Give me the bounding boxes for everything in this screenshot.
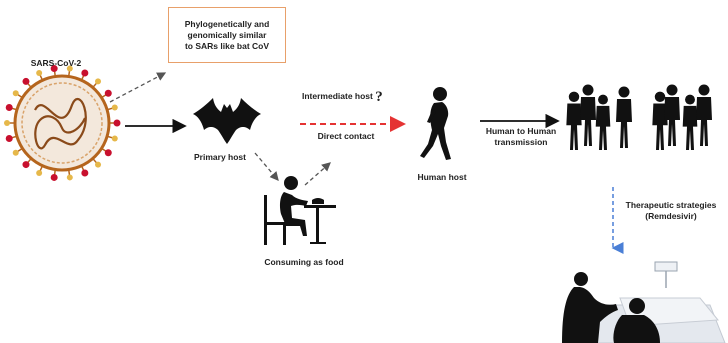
primary-host-label: Primary host [194, 152, 246, 162]
virus-label: SARS-CoV-2 [30, 58, 82, 68]
intermediate-host-question: ? [375, 89, 383, 105]
h2h-label: Human to Human transmission [485, 126, 557, 147]
therapy-label: Therapeutic strategies (Remdesivir) [625, 200, 717, 221]
intermediate-host-label: Intermediate host ? [302, 89, 422, 105]
crowd-icon [566, 84, 712, 150]
patient-care-icon [562, 261, 726, 343]
virus-icon [4, 65, 121, 181]
food-label: Consuming as food [264, 257, 344, 267]
arrow-virus-to-note [109, 72, 167, 103]
arrow-bat-to-food [254, 152, 279, 181]
walking-person-icon [420, 87, 451, 160]
eating-person-icon [264, 176, 336, 245]
similarity-note-box: Phylogenetically and genomically similar… [168, 7, 286, 63]
similarity-note-text: Phylogenetically and genomically similar… [184, 18, 270, 51]
human-host-label: Human host [417, 172, 467, 182]
intermediate-host-text: Intermediate host [302, 91, 373, 101]
arrow-food-to-contact [304, 162, 331, 186]
bat-icon [193, 98, 261, 144]
direct-contact-label: Direct contact [317, 131, 375, 141]
